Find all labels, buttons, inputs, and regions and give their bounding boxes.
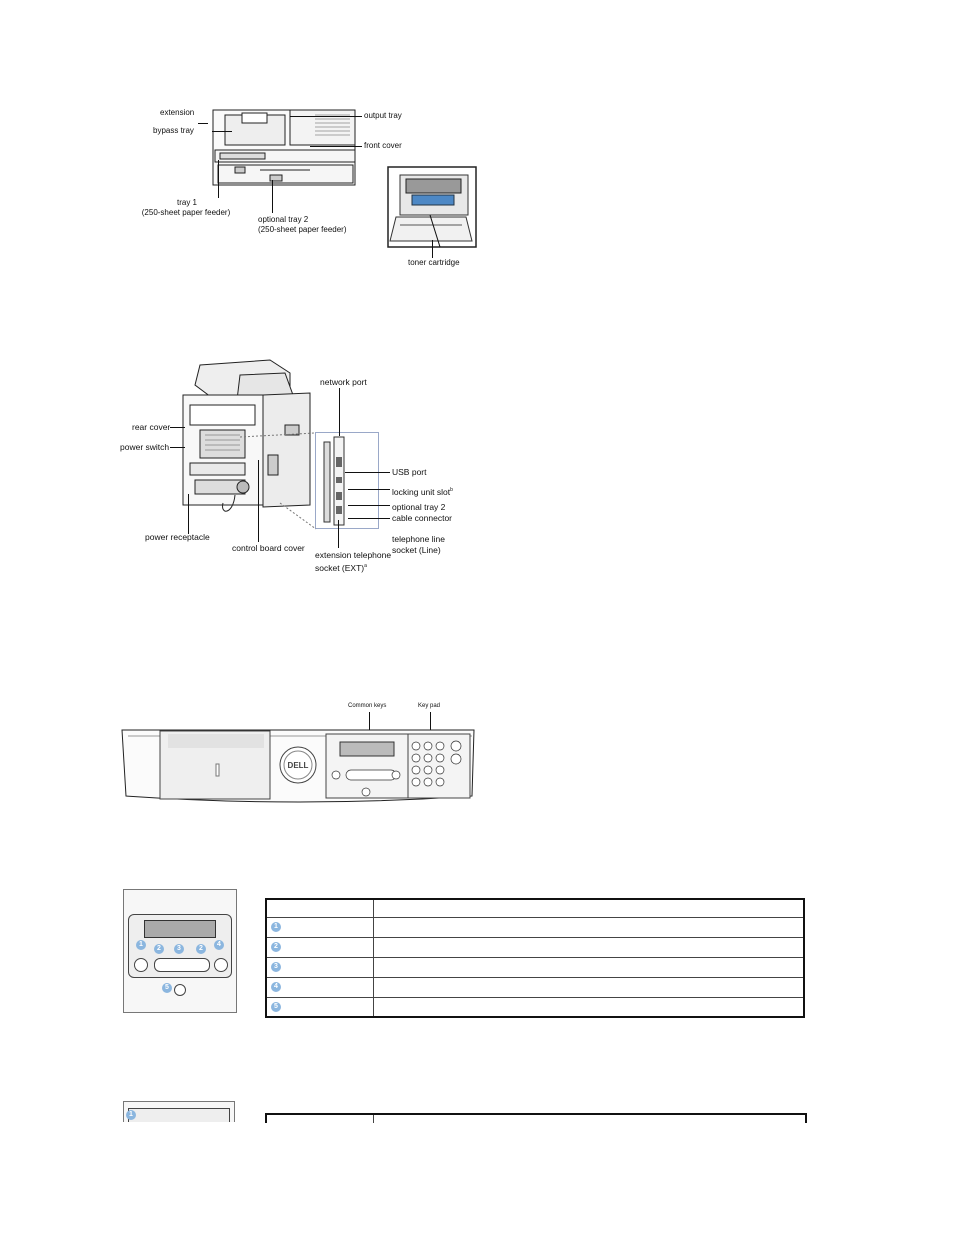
label-usb-port: USB port	[392, 467, 427, 477]
label-optional-tray2-cable-line1: optional tray 2	[392, 502, 446, 512]
front-view-figure	[150, 105, 490, 275]
label-front-cover: front cover	[364, 141, 402, 150]
closeup-left-key	[134, 958, 148, 972]
row-badge-1: 1	[271, 922, 281, 932]
printer-front-illustration	[212, 109, 477, 248]
label-toner-cartridge: toner cartridge	[408, 258, 460, 267]
label-rear-cover: rear cover	[132, 422, 171, 432]
label-output-tray: output tray	[364, 111, 402, 120]
common-keys-table: 1 2 3 4 5	[265, 898, 805, 1018]
rear-view-figure	[175, 355, 385, 525]
label-common-keys: Common keys	[348, 703, 387, 709]
table-row	[267, 997, 803, 998]
keypad-badge-1: 1	[126, 1110, 136, 1120]
row-badge-4: 4	[271, 982, 281, 992]
label-extension: extension	[160, 108, 195, 117]
label-locking-unit-slot: locking unit slotb	[392, 485, 453, 497]
closeup-right-key	[214, 958, 228, 972]
keypad-closeup: 1	[123, 1101, 235, 1122]
rear-detail-box	[315, 432, 379, 529]
closeup-badge-5: 5	[162, 983, 172, 993]
table-row	[267, 917, 803, 918]
rear-ports-illustration	[323, 436, 345, 526]
dell-logo-text: DELL	[288, 761, 309, 770]
label-tray1-line1: tray 1	[176, 198, 197, 207]
label-extension-telephone-1: extension telephone	[315, 550, 392, 560]
operator-panel-illustration: DELL	[121, 729, 475, 803]
closeup-badge-1: 1	[136, 940, 146, 950]
table-column-divider	[373, 900, 374, 1016]
label-optional-tray2-line2: (250-sheet paper feeder)	[258, 225, 347, 234]
label-tray1-line2: (250-sheet paper feeder)	[141, 208, 231, 217]
common-keys-closeup: 1 2 3 2 4 5	[123, 889, 237, 1013]
closeup-badge-3: 3	[174, 944, 184, 954]
table-row	[267, 977, 803, 978]
label-key-pad: Key pad	[418, 703, 441, 709]
label-power-receptacle: power receptacle	[145, 532, 210, 542]
label-extension-telephone-2: socket (EXT)a	[315, 561, 367, 573]
closeup-lcd	[144, 920, 216, 938]
keypad-table	[265, 1113, 807, 1123]
label-locking-sup: b	[450, 487, 453, 493]
row-badge-5: 5	[271, 1002, 281, 1012]
label-control-board-cover: control board cover	[232, 543, 305, 553]
label-ext-sup: a	[364, 563, 367, 569]
row-badge-2: 2	[271, 942, 281, 952]
keypad-closeup-frame	[128, 1108, 230, 1122]
keypad-table-divider	[373, 1115, 374, 1123]
closeup-badge-4: 4	[214, 940, 224, 950]
closeup-keys-bar	[154, 958, 210, 972]
closeup-badge-2b: 2	[196, 944, 206, 954]
closeup-cancel-key	[174, 984, 186, 996]
label-telephone-line-1: telephone line	[392, 534, 445, 544]
label-optional-tray2-line1: optional tray 2	[258, 215, 309, 224]
closeup-badge-2a: 2	[154, 944, 164, 954]
label-locking-unit-slot-text: locking unit slot	[392, 486, 451, 497]
row-badge-3: 3	[271, 962, 281, 972]
table-row	[267, 937, 803, 938]
table-row	[267, 957, 803, 958]
label-network-port: network port	[320, 377, 367, 387]
printer-rear-illustration	[182, 359, 311, 512]
label-optional-tray2-cable-line2: cable connector	[392, 513, 453, 523]
label-telephone-line-2: socket (Line)	[392, 545, 441, 555]
label-ext-socket-text: socket (EXT)	[315, 562, 365, 573]
label-power-switch: power switch	[120, 442, 170, 452]
projection-lines	[240, 432, 317, 530]
label-bypass-tray: bypass tray	[153, 126, 194, 135]
